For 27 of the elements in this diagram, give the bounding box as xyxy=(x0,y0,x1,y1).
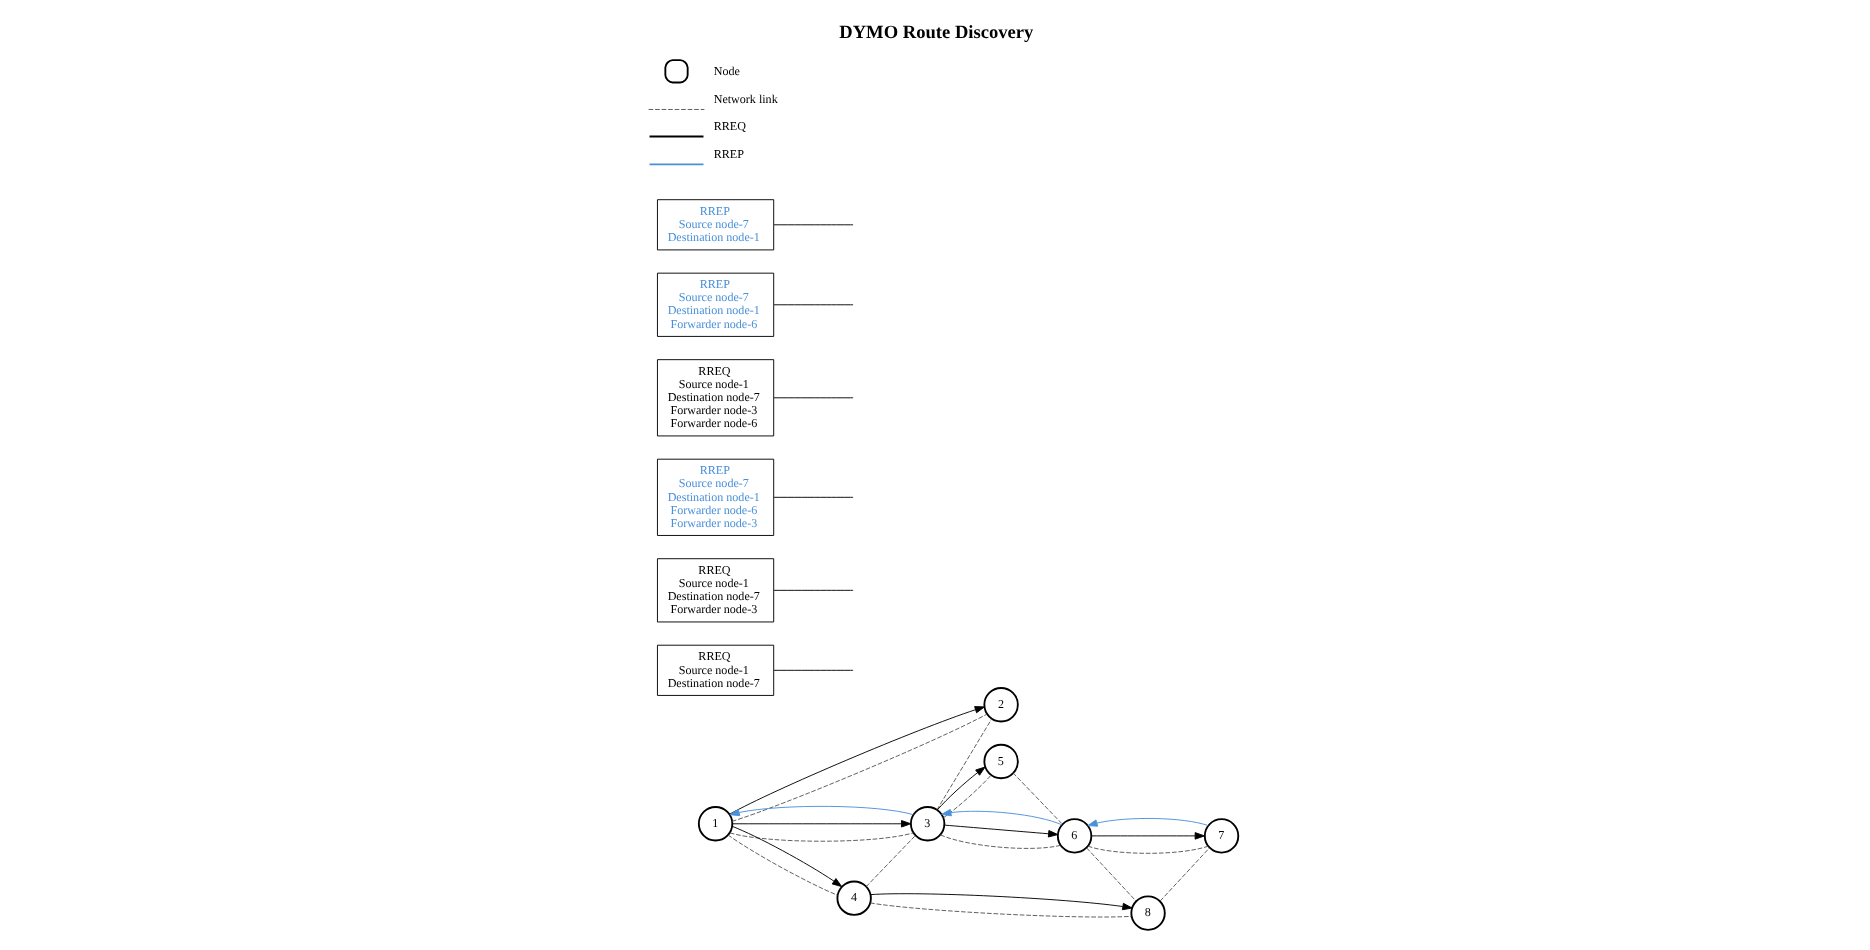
connector xyxy=(726,834,837,896)
connector xyxy=(772,397,853,399)
diagram-title: DYMO Route Discovery xyxy=(838,23,1033,44)
connector xyxy=(772,304,853,306)
arrow xyxy=(940,809,1062,826)
connector xyxy=(1011,772,1062,825)
connector xyxy=(938,834,1060,849)
connector xyxy=(772,669,853,671)
connector xyxy=(1085,847,1136,902)
arrow xyxy=(942,824,1058,838)
arrow xyxy=(728,805,913,817)
connector xyxy=(728,832,913,842)
arrow xyxy=(935,766,985,811)
connector xyxy=(772,496,853,498)
connector xyxy=(941,774,991,819)
arrow xyxy=(869,893,1132,911)
arrow xyxy=(731,820,911,828)
connector xyxy=(772,589,853,591)
connector xyxy=(868,902,1131,918)
connector xyxy=(1158,847,1209,902)
arrow xyxy=(1086,818,1208,827)
arrow xyxy=(1090,832,1204,840)
connector xyxy=(935,718,992,811)
arrow xyxy=(730,825,842,888)
connector xyxy=(772,224,853,226)
connector xyxy=(864,835,915,888)
connector xyxy=(1086,845,1208,854)
